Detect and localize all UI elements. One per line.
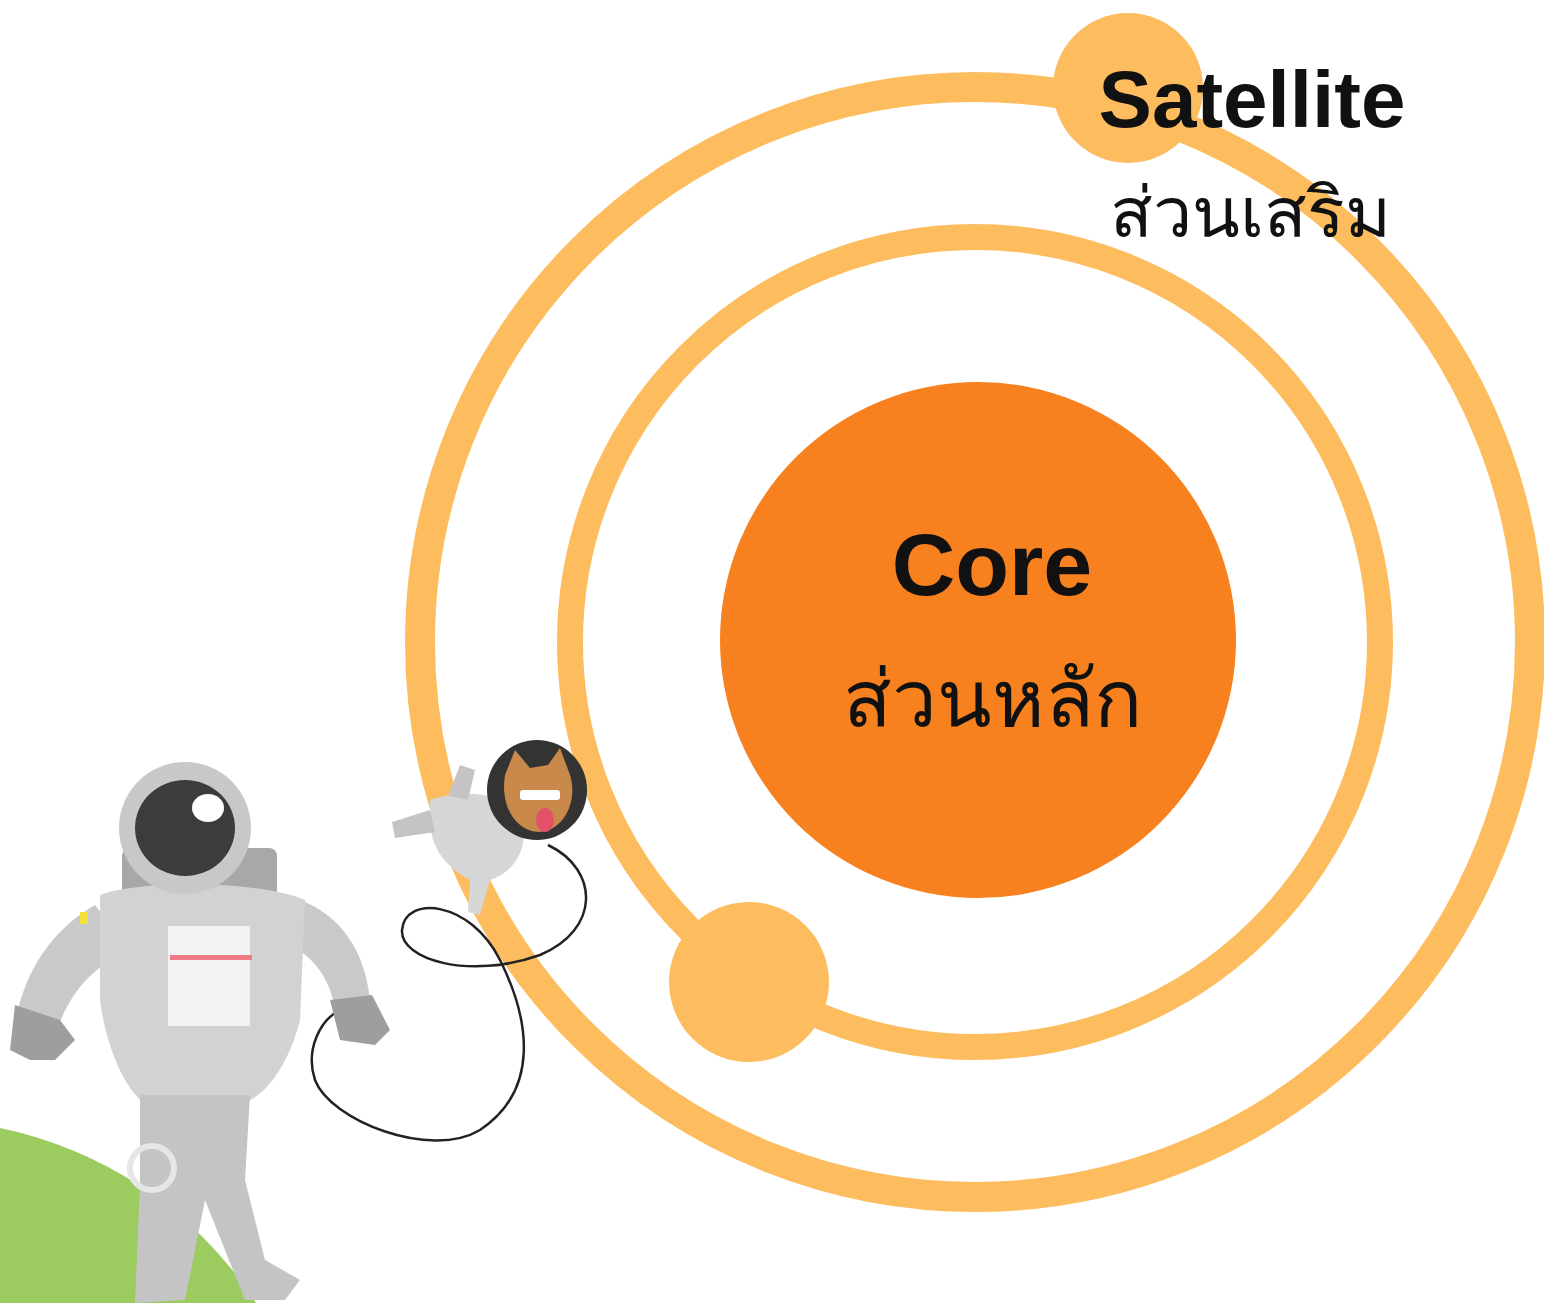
node-outline (720, 382, 1236, 898)
astronaut-torso (100, 884, 305, 1100)
core-circle: Core ส่วนหลัก (720, 382, 1236, 898)
outer-orbit (420, 87, 1530, 1197)
astronaut-stripe (170, 955, 252, 960)
astronaut-knee (130, 1146, 174, 1190)
space-dog (392, 740, 587, 915)
visor-reflection (192, 794, 224, 822)
astronaut-badge (80, 912, 88, 924)
inner-orbit (570, 237, 1380, 1047)
astronaut-right-glove (330, 995, 390, 1045)
dog-helmet (487, 740, 587, 840)
dog-leg (392, 810, 435, 838)
astronaut (10, 762, 390, 1303)
astronaut-legs (135, 1095, 300, 1303)
node-subtitle: ส่วนหลัก (843, 656, 1142, 744)
astronaut-chest-panel (168, 926, 250, 1026)
dog-teeth (520, 790, 560, 800)
satellite-circle: Satellite ส่วนเสริม (1053, 13, 1433, 263)
dog-paw (448, 765, 475, 800)
astronaut-visor (135, 780, 235, 876)
orbit-planet (669, 902, 829, 1062)
node-heading: Satellite (1099, 56, 1406, 144)
node-heading: Core (892, 517, 1093, 614)
node-fill (720, 382, 1236, 898)
node-subtitle: ส่วนเสริม (1110, 175, 1391, 252)
dog-face (504, 748, 572, 832)
astronaut-left-glove (10, 1005, 75, 1060)
dog-tongue (536, 808, 554, 832)
astronaut-helmet (119, 762, 251, 894)
